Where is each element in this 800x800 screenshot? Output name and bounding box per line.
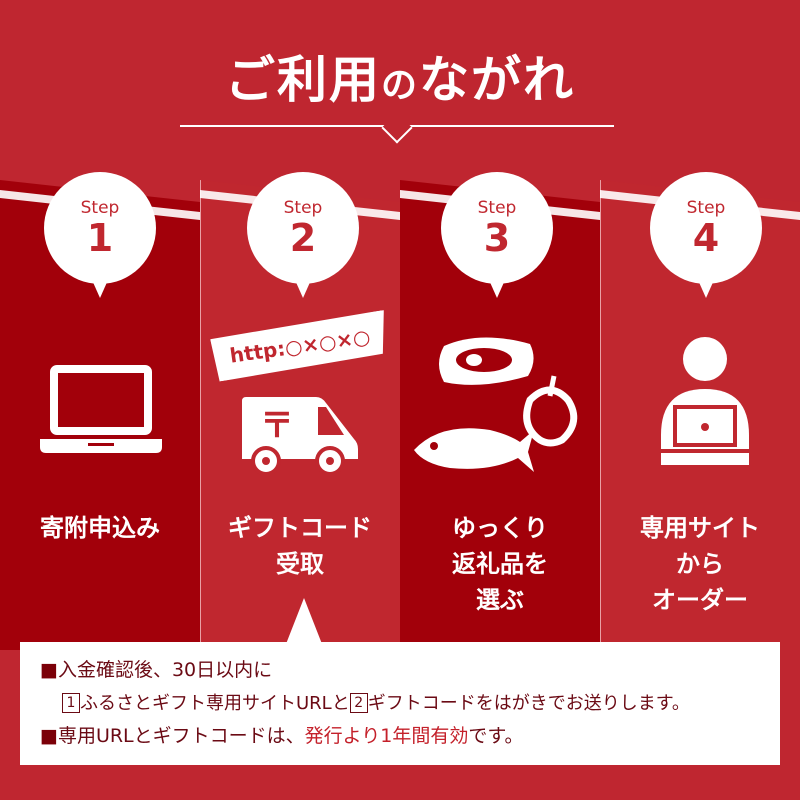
step-2-label: ギフトコード受取 (200, 510, 400, 582)
meat-fish-apple-icon (414, 337, 578, 472)
person-laptop-icon (661, 337, 749, 465)
bullet-icon: ■ (40, 659, 58, 681)
step-label: Step (80, 198, 120, 218)
notice-text: ふるさとギフト専用サイトURLと (80, 693, 350, 714)
step-1-label: 寄附申込み (0, 510, 200, 546)
bullet-icon: ■ (40, 725, 58, 747)
step-number: 3 (483, 216, 511, 260)
label-line: 寄附申込み (40, 514, 160, 542)
notice-highlight: 発行より1年間有効 (304, 725, 469, 747)
label-line: ゆっくり (452, 514, 548, 542)
title-part: ながれ (419, 51, 575, 109)
title-notch (381, 112, 413, 144)
step-3-label: ゆっくり返礼品を選ぶ (400, 510, 600, 618)
title-part: ご利用 (224, 51, 381, 109)
label-line: 返礼品を (452, 550, 548, 578)
label-line: から (676, 550, 724, 578)
step-label: Step (283, 198, 323, 218)
notice-text: です。 (468, 725, 524, 747)
notice-pointer (286, 598, 322, 644)
title-part: の (380, 65, 419, 106)
page-title: ご利用のながれ (0, 40, 800, 112)
number-box: 2 (349, 693, 368, 713)
label-line: 選ぶ (476, 586, 524, 614)
notice-line-3: ■専用URLとギフトコードは、発行より1年間有効です。 (40, 720, 760, 753)
step-number: 2 (289, 216, 317, 260)
laptop-icon (40, 365, 162, 453)
label-line: オーダー (652, 586, 748, 614)
label-line: ギフトコード (228, 514, 372, 542)
notice-line-1: ■入金確認後、30日以内に (40, 654, 760, 687)
notice-text: 入金確認後、30日以内に (57, 659, 273, 681)
step-number: 4 (692, 216, 720, 260)
step-label: Step (686, 198, 726, 218)
svg-text:〒: 〒 (260, 406, 294, 446)
notice-text: 専用URLとギフトコードは、 (57, 725, 305, 747)
label-line: 受取 (276, 550, 324, 578)
notice-text: ギフトコードをはがきでお送りします。 (367, 693, 690, 714)
number-box: 1 (62, 693, 80, 713)
step-label: Step (477, 198, 517, 218)
step-number: 1 (86, 216, 114, 260)
step-4-label: 専用サイトからオーダー (600, 510, 800, 618)
delivery-truck-icon: 〒 (242, 397, 358, 475)
label-line: 専用サイト (640, 514, 760, 542)
